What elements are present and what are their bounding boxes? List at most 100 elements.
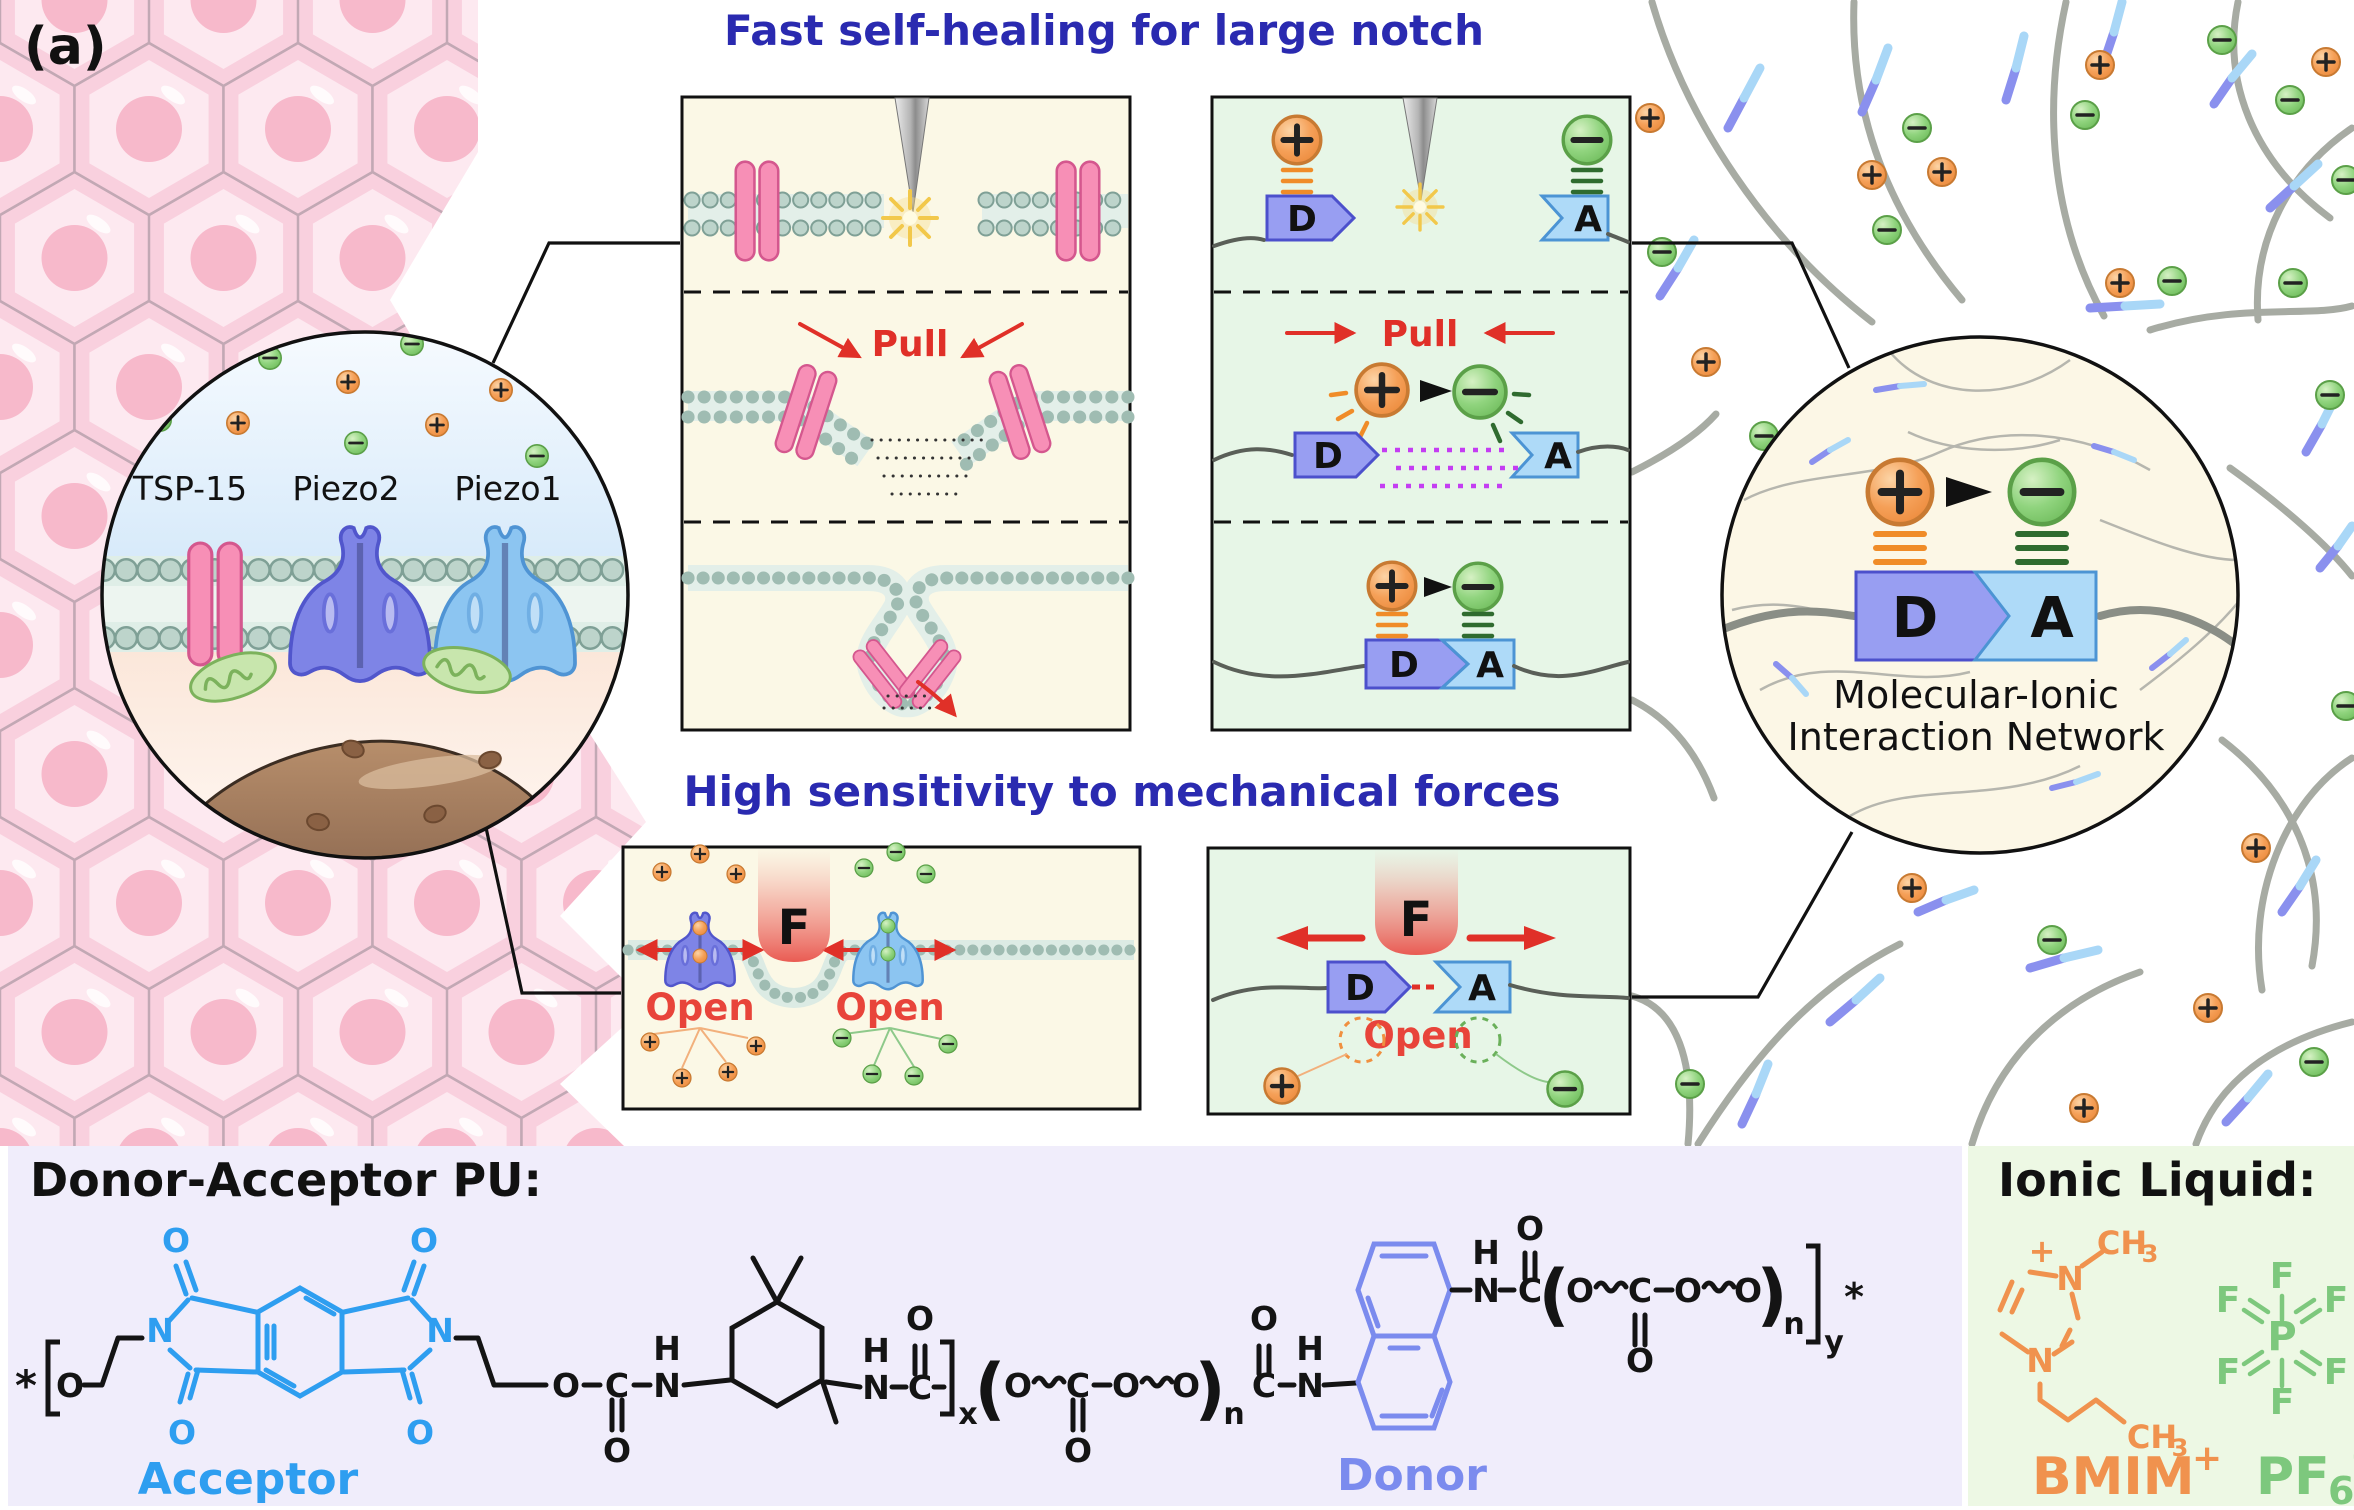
force-label: F bbox=[1400, 892, 1433, 948]
atom-label: * bbox=[1844, 1275, 1864, 1319]
pull-label: Pull bbox=[872, 324, 949, 365]
donor-letter: D bbox=[1345, 968, 1375, 1009]
atom-label: H bbox=[862, 1331, 890, 1370]
atom-label: n bbox=[1783, 1307, 1804, 1342]
tsp15-label: TSP-15 bbox=[132, 469, 247, 508]
atom-label: N bbox=[2026, 1341, 2054, 1380]
atom-label: CH bbox=[2097, 1224, 2147, 1262]
anion-icon bbox=[1563, 116, 1611, 164]
il-background bbox=[1968, 1146, 2354, 1506]
cation-icon bbox=[1265, 1069, 1300, 1104]
chemistry-band: Donor-Acceptor PU: Ionic Liquid: bbox=[8, 1146, 2354, 1510]
atom-label: N bbox=[2056, 1259, 2084, 1298]
atom-label: F bbox=[2324, 1280, 2349, 1321]
atom-label: O bbox=[406, 1413, 434, 1452]
atom-label: N bbox=[1296, 1366, 1324, 1405]
polymer-network bbox=[1628, 0, 2354, 1148]
atom-label: O bbox=[410, 1221, 438, 1260]
needle-icon bbox=[894, 97, 930, 213]
pu-structure bbox=[45, 1241, 1821, 1433]
donor-structure-label: Donor bbox=[1337, 1450, 1487, 1501]
donor-block bbox=[1326, 960, 1413, 1014]
cation-icon bbox=[1273, 116, 1321, 164]
open-label: Open bbox=[1363, 1014, 1472, 1057]
acceptor-letter: A bbox=[1574, 199, 1602, 240]
anion-charge: − bbox=[2350, 1436, 2354, 1477]
cation-icon bbox=[1356, 364, 1408, 416]
cation-icon bbox=[1368, 562, 1416, 610]
force-indenter bbox=[758, 848, 830, 962]
atom-label: y bbox=[1824, 1325, 1844, 1360]
panel-channel-open: F Open Open bbox=[621, 841, 1142, 1111]
donor-block bbox=[1293, 431, 1381, 479]
cation-charge: + bbox=[2192, 1438, 2222, 1479]
atom-label: x bbox=[958, 1397, 977, 1432]
anion-label: PF bbox=[2256, 1447, 2330, 1507]
attraction-arrow-icon bbox=[1420, 380, 1452, 402]
atom-label: O bbox=[1674, 1271, 1702, 1310]
atom-label: O bbox=[1112, 1366, 1140, 1405]
network-caption-line1: Molecular-Ionic bbox=[1833, 673, 2119, 717]
acceptor-block bbox=[1971, 570, 2098, 662]
atom-label: O bbox=[162, 1221, 190, 1260]
da-cut-step: D A bbox=[1212, 97, 1630, 248]
atom-label: O bbox=[1734, 1271, 1762, 1310]
acceptor-structure-label: Acceptor bbox=[138, 1454, 359, 1505]
atom-label: N bbox=[146, 1311, 174, 1350]
atom-label: F bbox=[2324, 1352, 2349, 1393]
membrane-pull-step: Pull bbox=[681, 322, 1135, 496]
donor-letter: D bbox=[1892, 586, 1938, 651]
atom-label: H bbox=[1296, 1329, 1324, 1368]
donor-letter: D bbox=[1389, 645, 1419, 686]
acceptor-letter: A bbox=[1544, 436, 1572, 477]
panel-da-healing: D A Pull D A bbox=[1210, 95, 1632, 732]
cation-icon bbox=[1868, 460, 1932, 524]
da-crosslink-segments bbox=[1655, 0, 2354, 1129]
atom-label: O bbox=[1250, 1299, 1278, 1338]
open-label: Open bbox=[835, 986, 944, 1029]
force-label: F bbox=[778, 900, 811, 956]
atom-label: ) bbox=[1756, 1256, 1787, 1335]
atom-label: F bbox=[2270, 1382, 2295, 1423]
cation-label: BMIM bbox=[2032, 1447, 2194, 1507]
atom-label: O bbox=[1566, 1271, 1594, 1310]
atom-label: O bbox=[1064, 1431, 1092, 1470]
atom-label: 3 bbox=[2142, 1240, 2159, 1268]
pu-title: Donor-Acceptor PU: bbox=[30, 1153, 542, 1207]
atom-label: N bbox=[862, 1368, 890, 1407]
il-structure bbox=[1997, 1249, 2323, 1425]
network-caption-line2: Interaction Network bbox=[1788, 715, 2165, 759]
anion-icon bbox=[1454, 563, 1502, 611]
atom-label: O bbox=[168, 1413, 196, 1452]
spark-icon bbox=[1395, 182, 1445, 232]
acceptor-block bbox=[1438, 638, 1516, 690]
il-title: Ionic Liquid: bbox=[1998, 1153, 2316, 1207]
atom-label: H bbox=[1472, 1233, 1500, 1272]
piezo1-label: Piezo1 bbox=[454, 469, 561, 508]
anion-icon bbox=[1454, 366, 1506, 418]
atom-label: H bbox=[653, 1329, 681, 1368]
acceptor-letter: A bbox=[2030, 586, 2074, 651]
membrane-puncture-step bbox=[683, 97, 1133, 262]
released-anion-site bbox=[1454, 1016, 1502, 1064]
anion-subscript: 6 bbox=[2328, 1469, 2354, 1510]
atom-label: * bbox=[15, 1361, 37, 1410]
connector-lines bbox=[483, 241, 1854, 999]
atom-label: F bbox=[2216, 1352, 2241, 1393]
title-self-healing: Fast self-healing for large notch bbox=[724, 6, 1484, 55]
atom-label: ( bbox=[974, 1350, 1005, 1429]
anion-icon bbox=[2010, 460, 2074, 524]
donor-letter: D bbox=[1287, 199, 1317, 240]
atom-label: F bbox=[2216, 1280, 2241, 1321]
acceptor-letter: A bbox=[1476, 645, 1504, 686]
atom-label: CH bbox=[2127, 1418, 2177, 1456]
atom-label: C bbox=[1628, 1271, 1652, 1310]
atom-label: O bbox=[1172, 1366, 1200, 1405]
atom-label: N bbox=[653, 1366, 681, 1405]
membrane-sealed-step bbox=[681, 565, 1135, 718]
donor-block bbox=[1265, 194, 1357, 242]
atom-label: n bbox=[1223, 1397, 1244, 1432]
atom-label: O bbox=[552, 1366, 580, 1405]
